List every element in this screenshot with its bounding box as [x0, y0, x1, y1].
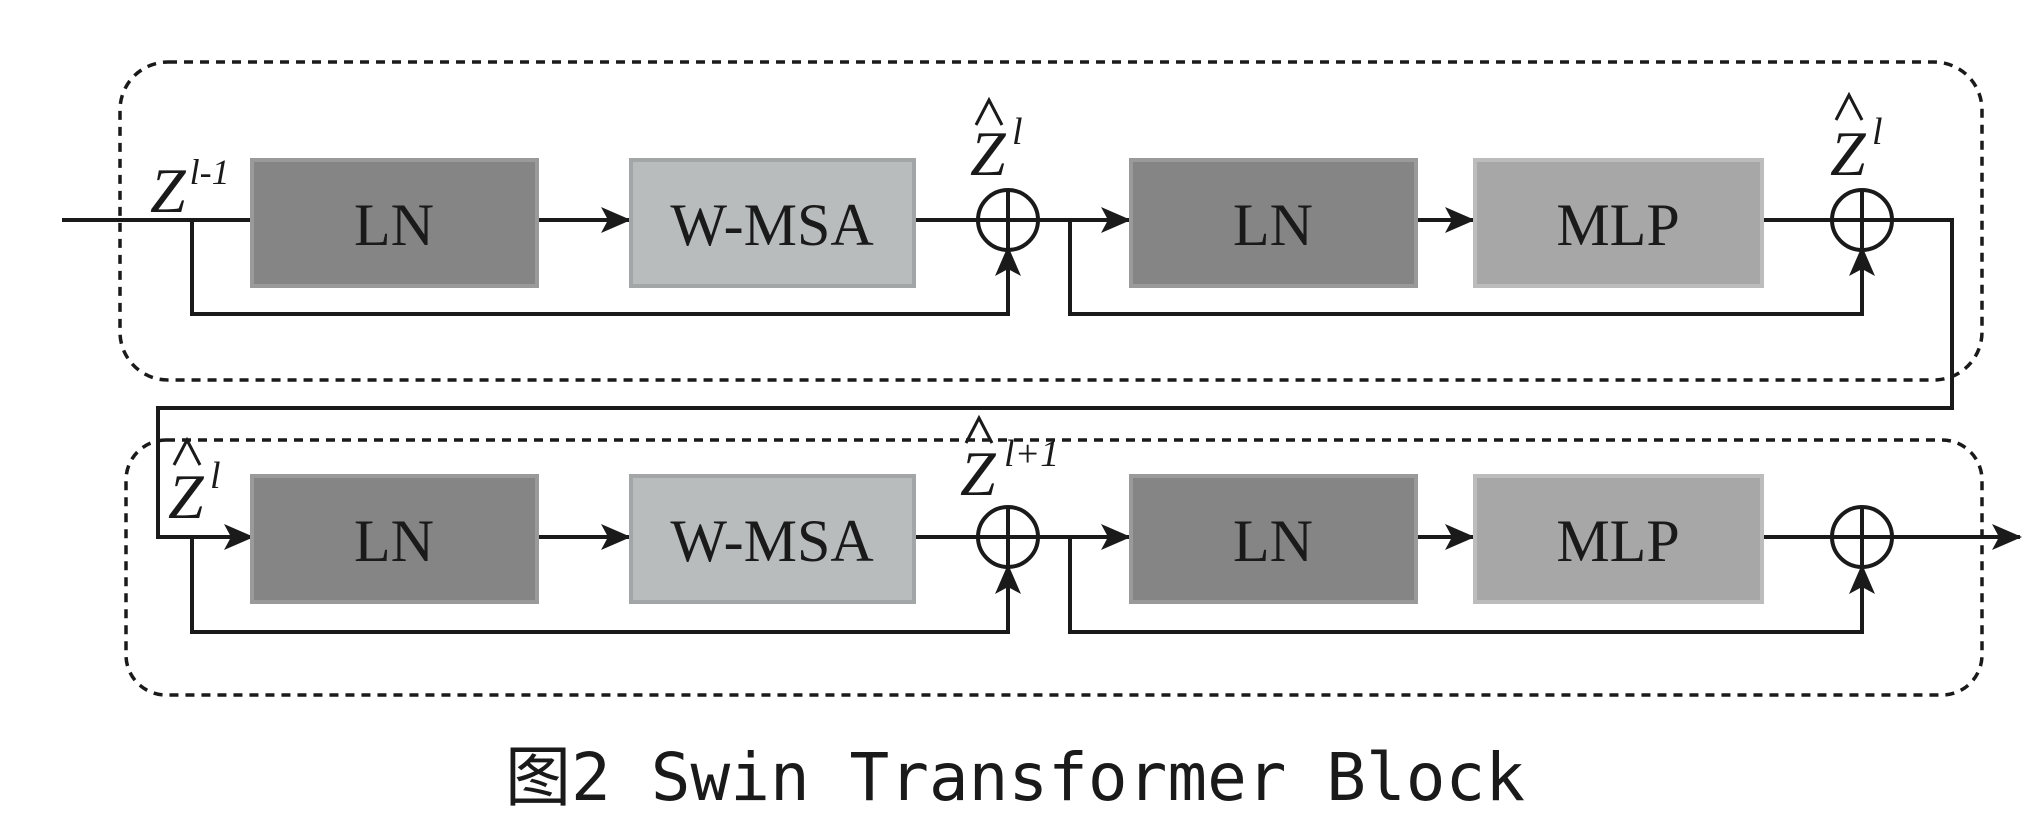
top-ln2-box [1129, 158, 1418, 288]
top-ln1-box [250, 158, 539, 288]
svg-text:Z: Z [1830, 118, 1867, 189]
svg-text:l: l [1872, 111, 1883, 153]
top-mid-zhat-label: Z l [970, 96, 1023, 189]
bottom-wmsa-box [629, 474, 916, 604]
figure-number: 图2 [505, 739, 611, 816]
svg-text:Z: Z [970, 118, 1007, 189]
bottom-residual-2 [1068, 537, 1875, 634]
top-add-node-2 [1830, 188, 1894, 252]
bottom-add-node-1 [976, 505, 1040, 569]
bottom-ln1-box [250, 474, 539, 604]
bottom-residual-1 [190, 537, 1021, 634]
bottom-ln2-label: LN [1233, 508, 1313, 574]
bottom-wmsa-label: W-MSA [670, 508, 873, 574]
bottom-in-zhat-label: Z l [168, 436, 221, 532]
top-residual-2 [1068, 220, 1875, 316]
svg-text:l: l [210, 455, 221, 497]
top-ln2-label: LN [1233, 192, 1313, 258]
top-wmsa-label: W-MSA [670, 192, 873, 258]
figure-caption: 图2 Swin Transformer Block [505, 739, 1525, 816]
top-residual-1 [190, 220, 1021, 316]
top-ln1-label: LN [354, 192, 434, 258]
top-out-zhat-label: Z l [1830, 91, 1883, 189]
svg-text:Z: Z [960, 438, 997, 509]
top-add-node-1 [976, 188, 1040, 252]
top-mlp-box [1473, 158, 1764, 288]
bottom-mlp-label: MLP [1556, 508, 1679, 574]
bottom-ln2-box [1129, 474, 1418, 604]
svg-text:Z: Z [168, 461, 205, 532]
bottom-add-node-2 [1830, 505, 1894, 569]
top-wmsa-box [629, 158, 916, 288]
bottom-stage-frame [124, 438, 1984, 697]
bottom-ln1-label: LN [354, 508, 434, 574]
stage-connector-wire [156, 218, 1954, 550]
svg-text:l+1: l+1 [1004, 433, 1059, 475]
top-stage-frame [118, 60, 1984, 382]
svg-text:l: l [1012, 111, 1023, 153]
figure-title: Swin Transformer Block [651, 739, 1525, 816]
bottom-mlp-box [1473, 474, 1764, 604]
top-mlp-label: MLP [1556, 192, 1679, 258]
bottom-mid-zhat-label: Z l+1 [960, 414, 1059, 509]
